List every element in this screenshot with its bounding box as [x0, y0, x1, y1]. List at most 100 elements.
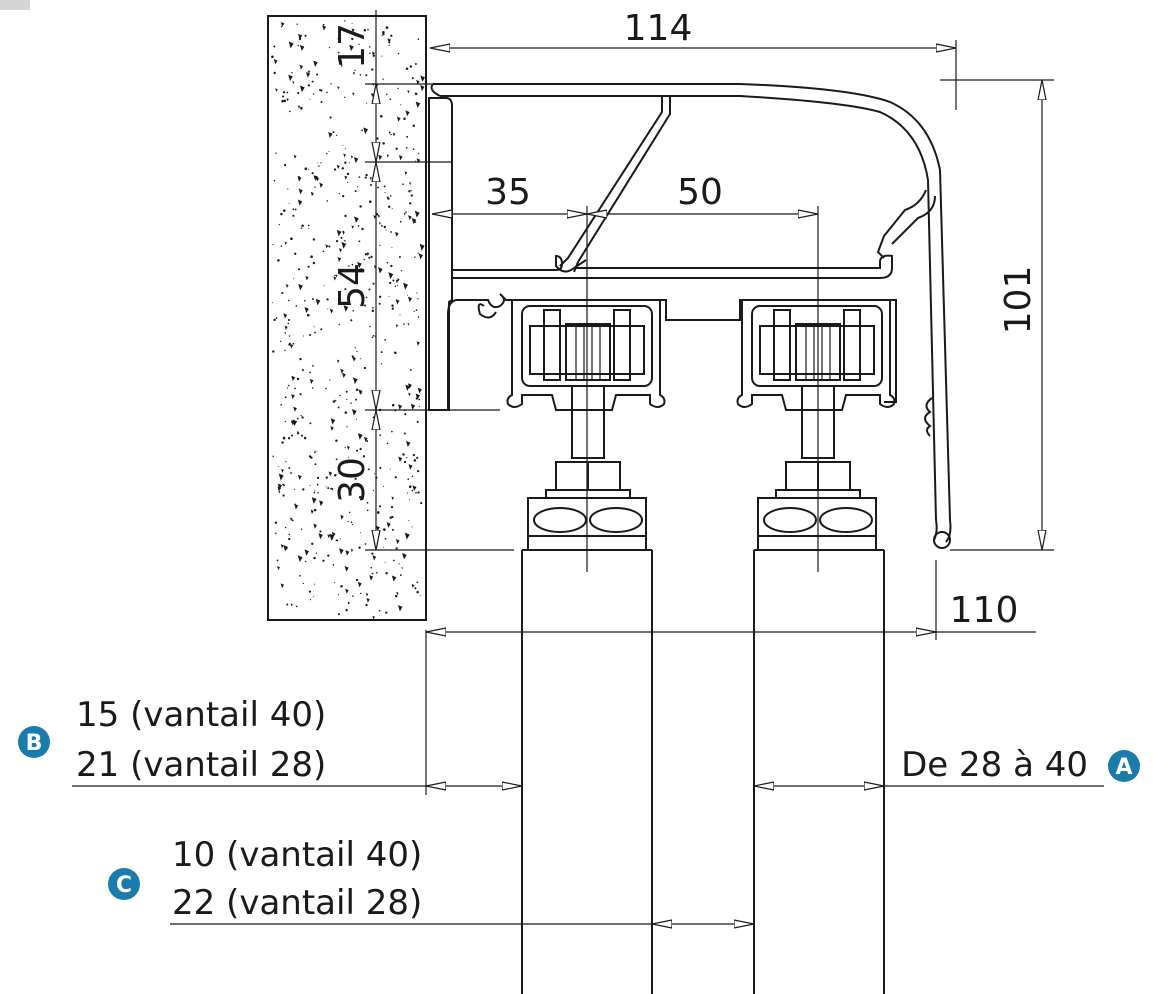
- concrete-dot: [355, 398, 357, 401]
- concrete-grain: [408, 464, 413, 470]
- concrete-dot: [326, 200, 329, 202]
- concrete-grain: [336, 229, 342, 237]
- concrete-dot: [382, 31, 385, 34]
- concrete-dot: [289, 110, 291, 113]
- concrete-grain: [335, 274, 338, 278]
- concrete-dot: [272, 243, 274, 246]
- concrete-dot: [273, 318, 276, 322]
- concrete-dot: [320, 162, 322, 164]
- concrete-dot: [295, 305, 298, 307]
- concrete-dot: [297, 91, 300, 95]
- concrete-dot: [383, 185, 386, 188]
- door-leaf-right: [753, 549, 885, 994]
- concrete-dot: [282, 436, 286, 440]
- concrete-dot: [392, 279, 395, 282]
- concrete-dot: [280, 26, 283, 28]
- concrete-dot: [326, 298, 329, 301]
- concrete-dot: [302, 488, 305, 491]
- callout-b-badge: [18, 726, 50, 758]
- concrete-dot: [322, 250, 325, 253]
- concrete-dot: [320, 89, 323, 92]
- concrete-dot: [283, 209, 286, 212]
- concrete-dot: [394, 476, 397, 479]
- concrete-grain: [283, 313, 288, 319]
- concrete-dot: [406, 294, 408, 296]
- concrete-grain: [283, 545, 288, 552]
- concrete-dot: [315, 552, 318, 554]
- concrete-grain: [297, 176, 302, 182]
- concrete-grain: [286, 97, 289, 102]
- concrete-dot: [393, 559, 395, 562]
- callout-c-line2: 22 (vantail 28): [172, 883, 422, 923]
- concrete-dot: [411, 475, 414, 478]
- concrete-dot: [274, 532, 277, 535]
- concrete-dot: [274, 521, 278, 524]
- concrete-dot: [409, 498, 411, 501]
- concrete-dot: [414, 63, 417, 65]
- concrete-grain: [380, 224, 383, 228]
- concrete-grain: [330, 418, 336, 425]
- concrete-dot: [338, 193, 340, 195]
- concrete-grain: [342, 372, 346, 378]
- concrete-speckles: [271, 20, 426, 620]
- concrete-dot: [399, 314, 401, 316]
- concrete-dot: [350, 319, 353, 322]
- concrete-dot: [355, 578, 359, 582]
- concrete-grain: [351, 225, 354, 229]
- concrete-dot: [364, 253, 368, 256]
- concrete-dot: [297, 268, 301, 271]
- concrete-dot: [273, 179, 276, 182]
- concrete-dot: [411, 526, 413, 528]
- concrete-dot: [272, 455, 274, 457]
- concrete-grain: [304, 549, 310, 556]
- concrete-grain: [288, 74, 293, 81]
- concrete-dot: [377, 186, 379, 189]
- concrete-dot: [382, 485, 384, 487]
- concrete-dot: [378, 505, 382, 508]
- concrete-dot: [344, 20, 346, 22]
- concrete-dot: [378, 533, 381, 535]
- concrete-dot: [304, 167, 308, 170]
- concrete-dot: [397, 52, 400, 55]
- cover-profile: [430, 83, 952, 549]
- concrete-dot: [326, 91, 328, 94]
- concrete-dot: [417, 491, 420, 494]
- concrete-grain: [310, 191, 314, 197]
- concrete-dot: [312, 93, 315, 95]
- concrete-dot: [388, 41, 391, 44]
- concrete-dot: [339, 60, 343, 63]
- concrete-dot: [292, 208, 295, 211]
- concrete-grain: [352, 377, 358, 385]
- concrete-dot: [411, 77, 414, 80]
- concrete-dot: [284, 420, 287, 423]
- concrete-grain: [344, 566, 349, 572]
- concrete-dot: [273, 45, 276, 48]
- dim-overall-width: 110: [950, 590, 1019, 631]
- concrete-dot: [279, 340, 282, 343]
- concrete-dot: [354, 69, 356, 71]
- concrete-dot: [317, 162, 319, 164]
- concrete-dot: [309, 371, 311, 374]
- concrete-grain: [395, 299, 400, 305]
- concrete-dot: [380, 351, 383, 354]
- concrete-dot: [359, 447, 362, 451]
- concrete-dot: [275, 152, 277, 154]
- concrete-dot: [351, 524, 353, 526]
- concrete-dot: [355, 388, 359, 392]
- concrete-dot: [343, 230, 345, 232]
- concrete-dot: [358, 496, 362, 499]
- concrete-dot: [383, 528, 386, 531]
- concrete-grain: [331, 532, 336, 538]
- concrete-dot: [339, 394, 341, 397]
- concrete-dot: [300, 434, 303, 437]
- callout-b-line2: 21 (vantail 28): [76, 745, 326, 785]
- concrete-dot: [282, 494, 285, 497]
- concrete-dot: [345, 390, 348, 393]
- concrete-dot: [408, 190, 411, 193]
- concrete-dot: [311, 542, 314, 545]
- concrete-dot: [314, 186, 316, 188]
- concrete-dot: [320, 101, 323, 103]
- concrete-dot: [301, 416, 304, 419]
- concrete-grain: [416, 341, 420, 346]
- concrete-dot: [354, 190, 357, 193]
